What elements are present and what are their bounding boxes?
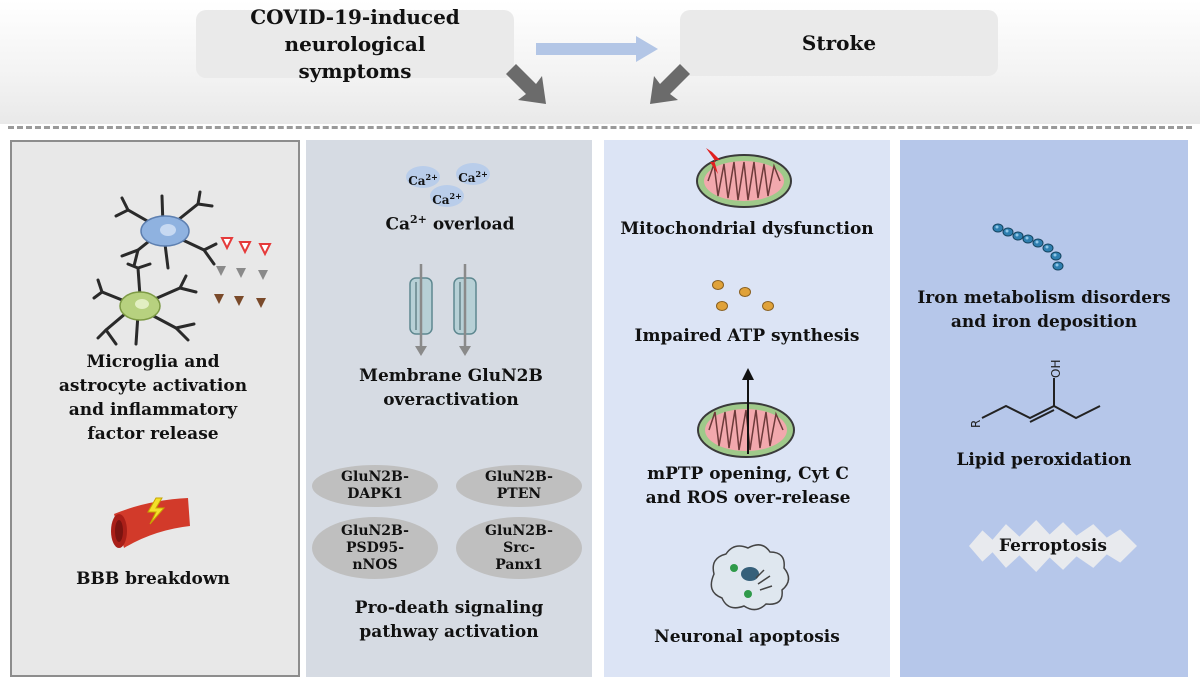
pathway-glun2b-psd95-nnos: GluN2B-PSD95-nNOS <box>312 517 438 579</box>
glia-activation-label: Microglia and astrocyte activation and i… <box>58 352 248 444</box>
calcium-overload-label: Ca2+ overload <box>385 213 515 235</box>
top-area <box>0 0 1200 124</box>
right-arrow-icon <box>536 36 658 62</box>
lipid-peroxidation-label: Lipid peroxidation <box>956 450 1132 470</box>
panel-glun2b <box>306 140 592 677</box>
microglia-icon <box>114 190 218 270</box>
astrocyte-icon <box>92 262 198 346</box>
panel-ferroptosis <box>900 140 1188 677</box>
bbb-breakdown-label: BBB breakdown <box>76 569 230 589</box>
iron-metabolism-label: Iron metabolism disorders and iron depos… <box>917 288 1171 332</box>
down-right-arrow-icon <box>506 64 546 104</box>
inflammatory-factors-icon <box>214 237 272 308</box>
mitochondrion-icon <box>696 148 792 208</box>
glun2b-channel-icon <box>409 264 477 356</box>
apoptotic-neuron-icon <box>710 544 790 611</box>
neuronal-apoptosis-label: Neuronal apoptosis <box>654 627 840 647</box>
blood-vessel-icon <box>111 497 190 548</box>
pathway-glun2b-src-panx1: GluN2B-Src-Panx1 <box>456 517 582 579</box>
mptp-mitochondrion-icon <box>697 368 795 458</box>
down-left-arrow-icon <box>650 64 690 104</box>
mitochondrial-dysfunction-label: Mitochondrial dysfunction <box>620 219 874 239</box>
pathway-glun2b-pten: GluN2B-PTEN <box>456 465 582 507</box>
stroke-box: Stroke <box>680 10 998 76</box>
mptp-opening-label: mPTP opening, Cyt C and ROS over-release <box>645 464 851 508</box>
calcium-ion: Ca2+ <box>406 166 440 188</box>
covid-symptoms-box: COVID-19-induced neurological symptoms <box>196 5 514 83</box>
pathway-glun2b-dapk1: GluN2B-DAPK1 <box>312 465 438 507</box>
calcium-ion: Ca2+ <box>430 185 464 207</box>
membrane-glun2b-label: Membrane GluN2B overactivation <box>359 366 543 410</box>
lipid-peroxide-structure-icon: R OH <box>969 360 1101 428</box>
dashed-divider <box>8 126 1192 129</box>
stroke-label: Stroke <box>801 30 877 55</box>
lipid-oh-group-text: OH <box>1049 360 1063 378</box>
impaired-atp-label: Impaired ATP synthesis <box>634 326 860 346</box>
calcium-ion: Ca2+ <box>456 163 490 185</box>
pro-death-pathway-label: Pro-death signaling pathway activation <box>354 598 544 642</box>
ferroptosis-label: Ferroptosis <box>999 536 1107 556</box>
covid-symptoms-label: COVID-19-induced neurological symptoms <box>250 4 460 83</box>
lipid-r-group-text: R <box>969 420 983 428</box>
iron-particles-icon <box>992 223 1064 271</box>
atp-molecules-icon <box>712 280 774 311</box>
